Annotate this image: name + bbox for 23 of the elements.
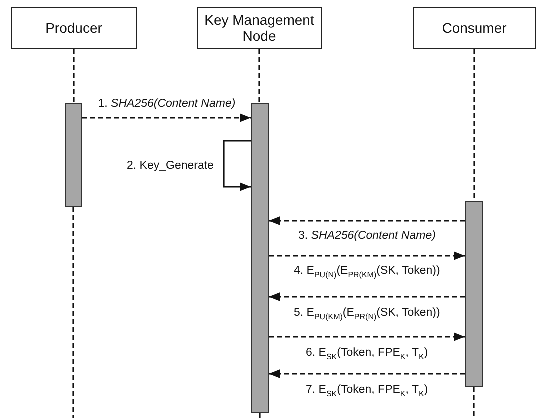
participant-box: Consumer xyxy=(413,7,536,49)
participant-box: Key Management Node xyxy=(197,7,322,49)
lifeline xyxy=(258,49,260,103)
edge-label: 1. SHA256(Content Name) xyxy=(98,97,236,111)
lifeline xyxy=(73,49,75,103)
activation-bar xyxy=(251,103,269,413)
edge-label: 6. E$_{SK}$(Token, FPE$_{K}$, T$_{K}$) xyxy=(306,346,428,364)
arrow xyxy=(269,252,465,260)
edge-label: 5. E$_{PU(KM)}$(E$_{PR(N)}$(SK, Token)) xyxy=(294,306,440,324)
arrow xyxy=(269,370,465,378)
arrow xyxy=(269,332,465,342)
participant-box: Producer xyxy=(11,7,137,49)
arrow xyxy=(269,216,465,226)
activation-bar xyxy=(65,103,82,207)
edge-label: 4. E$_{PU(N)}$(E$_{PR(KM)}$(SK, Token)) xyxy=(294,264,440,282)
arrow xyxy=(82,114,251,122)
edge-label: 2. Key_Generate xyxy=(127,159,214,173)
edge-label: 3. SHA256(Content Name) xyxy=(298,229,436,243)
activation-bar xyxy=(465,201,483,387)
arrow xyxy=(269,292,465,302)
edge-label: 7. E$_{SK}$(Token, FPE$_{K}$, T$_{K}$) xyxy=(306,383,428,400)
self-arrow xyxy=(223,140,251,192)
lifeline xyxy=(474,49,476,201)
